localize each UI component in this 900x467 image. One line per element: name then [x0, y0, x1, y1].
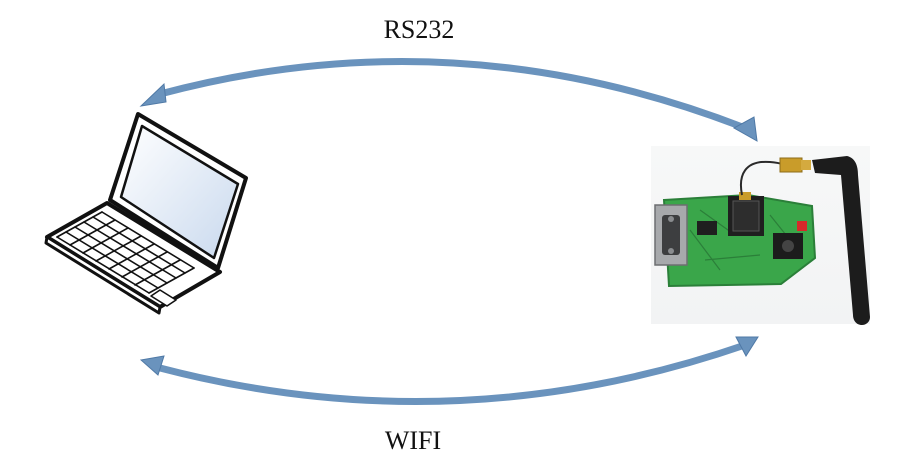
power-jack	[773, 233, 803, 259]
top-double-arrow	[139, 58, 758, 142]
laptop-keyboard	[56, 211, 195, 294]
top-arrow-head-left	[139, 82, 167, 107]
power-switch	[797, 221, 807, 231]
bottom-link-label: WIFI	[385, 426, 441, 455]
bottom-arrow-head-left	[139, 355, 165, 376]
board-ic	[697, 221, 717, 235]
antenna	[812, 156, 870, 325]
db9-connector	[654, 204, 688, 266]
top-link-label: RS232	[384, 15, 455, 44]
wifi-chip	[728, 192, 764, 236]
bottom-arrow-head-right	[735, 336, 759, 357]
laptop-icon	[44, 112, 248, 315]
laptop-touchpad	[150, 289, 177, 307]
wifi-serial-module-icon	[651, 146, 870, 325]
sma-connector	[779, 157, 811, 173]
top-arrow-head-right	[732, 116, 758, 142]
bottom-double-arrow	[139, 336, 759, 405]
